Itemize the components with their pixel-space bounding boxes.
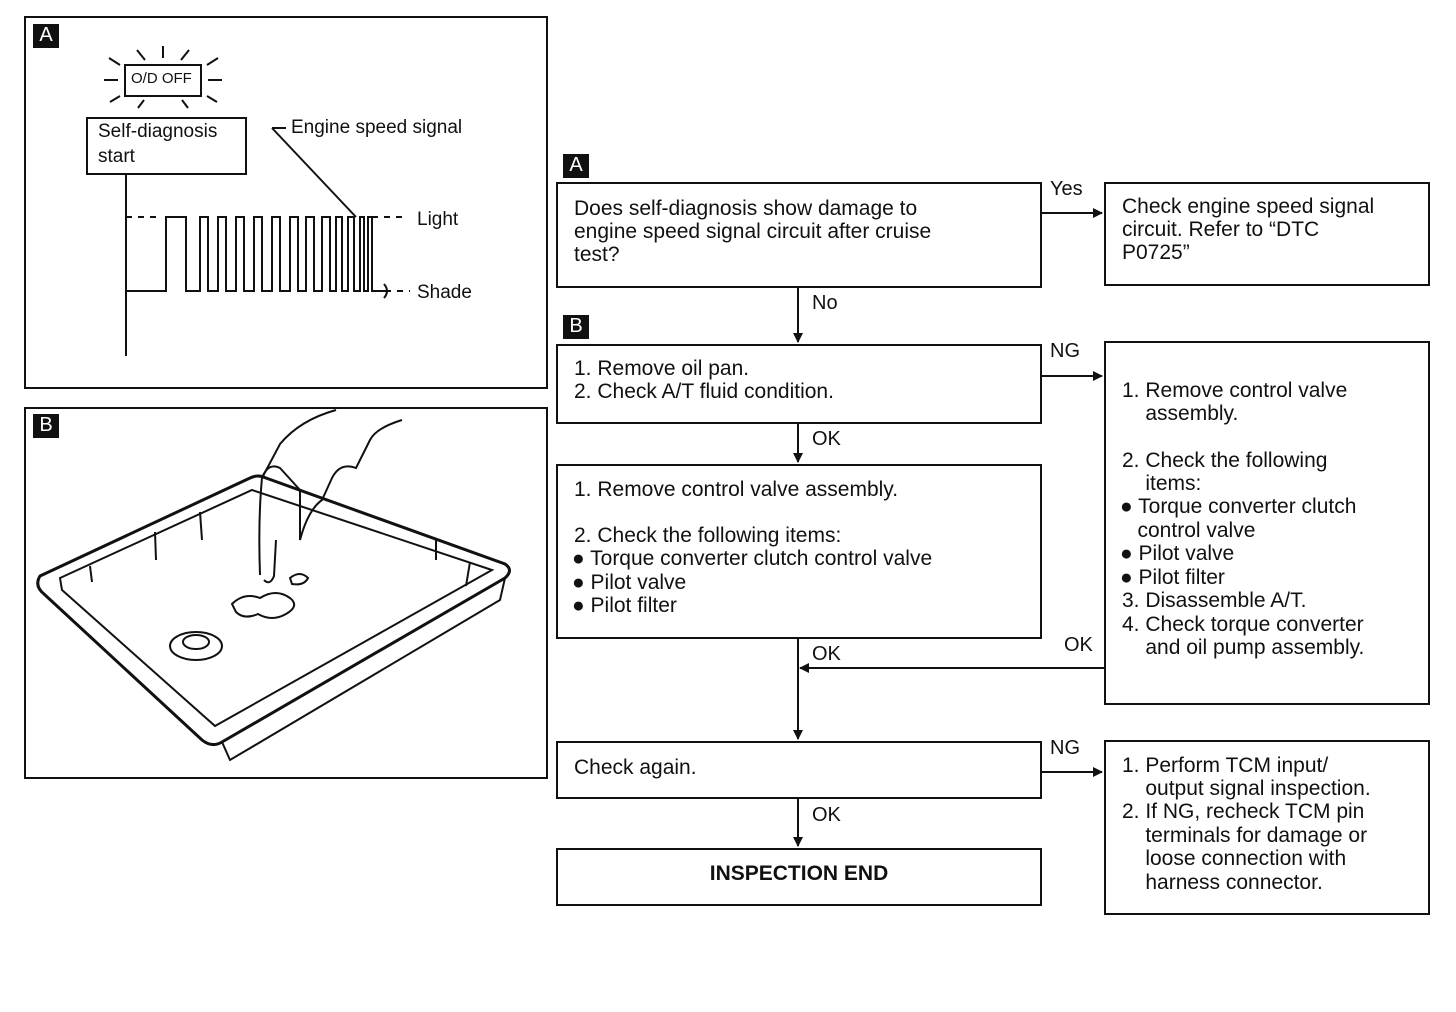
ng1-line1: 1. Remove control valve: [1122, 379, 1348, 402]
ng2-line5: loose connection with: [1122, 847, 1347, 870]
remove-oil-pan-box: [556, 344, 1042, 424]
ng1-line5: items:: [1122, 472, 1202, 495]
no-label: No: [812, 292, 838, 314]
ng2-line6: harness connector.: [1122, 871, 1323, 894]
ng1-line4: 2. Check the following: [1122, 449, 1328, 472]
od-off-indicator: [124, 64, 202, 97]
ng2-line4: terminals for damage or: [1122, 824, 1368, 847]
step2-line3: 2. Check the following items:: [574, 524, 842, 547]
flow-tag-b: B: [563, 315, 589, 339]
oil-pan-illustration: [36, 409, 511, 762]
ng2-label: NG: [1050, 737, 1080, 759]
step2-line4: ● Torque converter clutch control valve: [572, 547, 933, 570]
ng1-line2: assembly.: [1122, 402, 1239, 425]
self-diagnosis-start-box: [86, 117, 247, 175]
ok3-label: OK: [812, 804, 841, 826]
inspection-end-text: INSPECTION END: [709, 862, 889, 885]
control-valve-check-box: [556, 464, 1042, 639]
question-line1: Does self-diagnosis show damage to: [574, 197, 918, 220]
panel-a-tag: A: [33, 24, 59, 48]
light-label: Light: [417, 209, 459, 230]
step2-line1: 1. Remove control valve assembly.: [574, 478, 899, 501]
panel-b: [24, 407, 548, 779]
check-engine-line3: P0725”: [1122, 241, 1190, 264]
yes-label: Yes: [1050, 178, 1083, 200]
ng1-line12: and oil pump assembly.: [1122, 636, 1365, 659]
question-box: [556, 182, 1042, 288]
ng1-line10: 3. Disassemble A/T.: [1122, 589, 1307, 612]
step2-line6: ● Pilot filter: [572, 594, 677, 617]
ng1-line9: ● Pilot filter: [1120, 566, 1225, 589]
step1-line2: 2. Check A/T fluid condition.: [574, 380, 834, 403]
question-line2: engine speed signal circuit after cruise: [574, 220, 932, 243]
step2-line5: ● Pilot valve: [572, 571, 687, 594]
ng1-line7: control valve: [1120, 519, 1256, 542]
control-valve-ng-box: [1104, 341, 1430, 705]
ng2-line3: 2. If NG, recheck TCM pin: [1122, 800, 1365, 823]
check-engine-line1: Check engine speed signal: [1122, 195, 1375, 218]
ng1-line8: ● Pilot valve: [1120, 542, 1235, 565]
indicator-glow-rays: [104, 46, 222, 109]
step1-line1: 1. Remove oil pan.: [574, 357, 750, 380]
check-again-text: Check again.: [574, 756, 697, 779]
check-again-box: [556, 741, 1042, 799]
ng1-label: NG: [1050, 340, 1080, 362]
ng2-line1: 1. Perform TCM input/: [1122, 754, 1329, 777]
signal-waveform: [125, 127, 410, 356]
panel-a: [24, 16, 548, 389]
ok2-label: OK: [812, 643, 841, 665]
ok1-label: OK: [812, 428, 841, 450]
ok-side-label: OK: [1064, 634, 1093, 656]
self-diagnosis-start-line2: start: [98, 146, 135, 167]
tcm-inspection-box: [1104, 740, 1430, 915]
question-line3: test?: [574, 243, 620, 266]
panel-b-tag: B: [33, 414, 59, 438]
ng1-line6: ● Torque converter clutch: [1120, 495, 1357, 518]
engine-speed-signal-label: Engine speed signal: [291, 117, 463, 138]
check-engine-line2: circuit. Refer to “DTC: [1122, 218, 1320, 241]
self-diagnosis-start-line1: Self-diagnosis: [98, 121, 218, 142]
ng1-line11: 4. Check torque converter: [1122, 613, 1364, 636]
inspection-end-box: [556, 848, 1042, 906]
ng2-line2: output signal inspection.: [1122, 777, 1371, 800]
od-off-label: O/D OFF: [131, 70, 192, 87]
check-engine-speed-box: [1104, 182, 1430, 286]
shade-label: Shade: [417, 282, 472, 303]
flow-tag-a: A: [563, 154, 589, 178]
